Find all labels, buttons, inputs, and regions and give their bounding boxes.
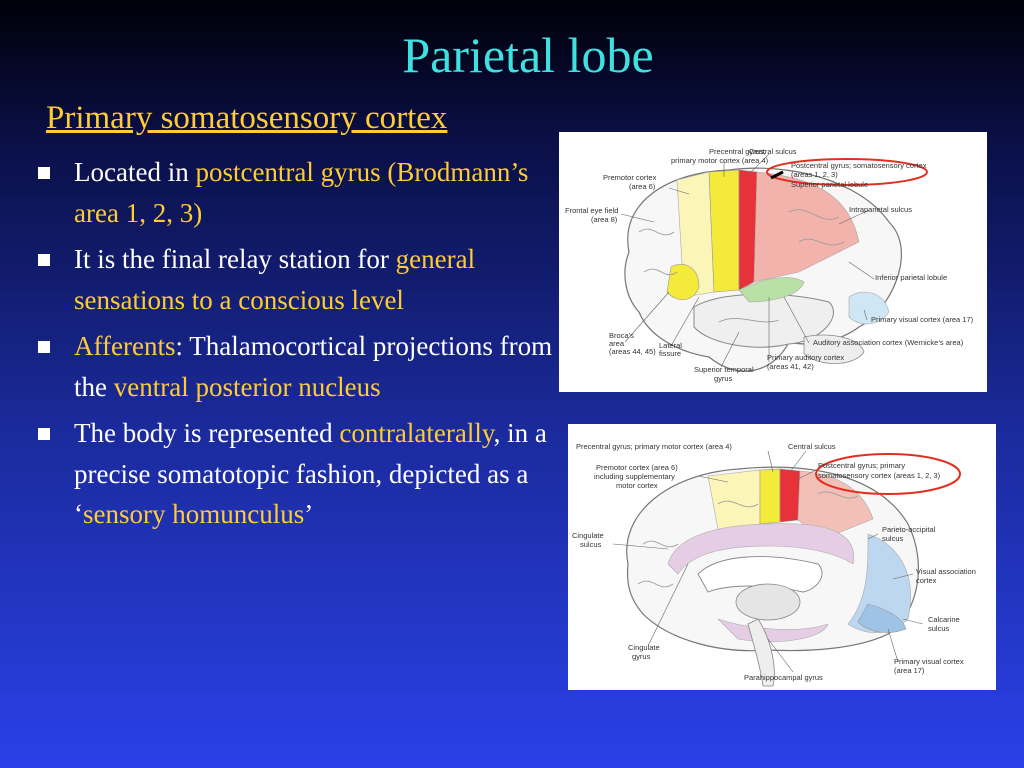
lateral-brain-figure: Precentral gyrus; primary motor cortex (…: [559, 132, 987, 392]
label-broca: Broca’s: [609, 331, 634, 340]
label-premotor-2: including supplementary: [594, 472, 675, 481]
label-premotor-3: motor cortex: [616, 481, 658, 490]
slide-title: Parietal lobe: [402, 27, 654, 83]
bullet-item: It is the final relay station for genera…: [34, 239, 554, 320]
bullet-square-icon: [38, 341, 50, 353]
label-central-sulcus: Central sulcus: [749, 147, 797, 156]
bullet-text: The body is represented: [74, 418, 340, 448]
label-frontal-eye-field-2: (area 8): [591, 215, 618, 224]
label-premotor-2: (area 6): [629, 182, 656, 191]
bullet-text: : Thalamocortical projections from the: [74, 331, 553, 402]
slide-subtitle: Primary somatosensory cortex: [46, 100, 448, 136]
bullet-square-icon: [38, 167, 50, 179]
label-cingulate-sulcus-2: sulcus: [580, 540, 602, 549]
bullet-square-icon: [38, 428, 50, 440]
label-inferior-parietal: Inferior parietal lobule: [875, 273, 947, 282]
bullet-item: Afferents: Thalamocortical projections f…: [34, 326, 554, 407]
label-primary-auditory: Primary auditory cortex: [767, 353, 844, 362]
label-postcentral: Postcentral gyrus; primary: [818, 461, 905, 470]
label-intraparietal: Intraparietal sulcus: [849, 205, 912, 214]
bullet-highlight: sensory homunculus: [83, 499, 305, 529]
bullet-highlight: contralaterally: [339, 418, 494, 448]
bullet-highlight: Afferents: [74, 331, 176, 361]
label-parieto-occipital: Parieto-occipital: [882, 525, 936, 534]
label-calcarine-2: sulcus: [928, 624, 950, 633]
label-calcarine: Calcarine: [928, 615, 960, 624]
label-superior-temporal: Superior temporal: [694, 365, 754, 374]
label-postcentral: Postcentral gyrus; somatosensory cortex: [791, 161, 927, 170]
label-precentral-2: primary motor cortex (area 4): [671, 156, 769, 165]
label-parieto-occipital-2: sulcus: [882, 534, 904, 543]
bullet-text: It is the final relay station for: [74, 244, 396, 274]
bullet-item: Located in postcentral gyrus (Brodmann’s…: [34, 152, 554, 233]
label-cingulate-sulcus: Cingulate: [572, 531, 604, 540]
label-cingulate-gyrus: Cingulate: [628, 643, 660, 652]
annotation-circle: [766, 158, 928, 186]
label-cingulate-gyrus-2: gyrus: [632, 652, 651, 661]
bullet-square-icon: [38, 254, 50, 266]
label-broca-2: area: [609, 339, 625, 348]
label-precentral: Precentral gyrus; primary motor cortex (…: [576, 442, 732, 451]
label-auditory-association: Auditory association cortex (Wernicke’s …: [813, 338, 964, 347]
medial-brain-illustration: Precentral gyrus; primary motor cortex (…: [572, 442, 976, 687]
label-visual-association-2: cortex: [916, 576, 937, 585]
bullet-highlight: general sensations to a conscious level: [74, 244, 476, 315]
label-postcentral-2: somatosensory cortex (areas 1, 2, 3): [818, 471, 941, 480]
label-central-sulcus: Central sulcus: [788, 442, 836, 451]
bullet-text: ’: [304, 499, 314, 529]
label-visual-association: Visual association: [916, 567, 976, 576]
label-lateral-2: fissure: [659, 349, 681, 358]
label-precentral: Precentral gyrus;: [709, 147, 766, 156]
label-primary-visual: Primary visual cortex: [894, 657, 964, 666]
label-premotor: Premotor cortex: [603, 173, 657, 182]
label-lateral: Lateral: [659, 341, 682, 350]
label-postcentral-2: (areas 1, 2, 3): [791, 170, 838, 179]
medial-brain-figure: Precentral gyrus; primary motor cortex (…: [568, 424, 996, 690]
label-parahippocampal: Parahippocampal gyrus: [744, 673, 823, 682]
label-primary-visual-2: (area 17): [894, 666, 925, 675]
annotation-circle: [815, 453, 961, 495]
bullet-item: The body is represented contralaterally,…: [34, 413, 554, 535]
label-superior-temporal-2: gyrus: [714, 374, 733, 383]
label-primary-auditory-2: (areas 41, 42): [767, 362, 814, 371]
label-broca-3: (areas 44, 45): [609, 347, 656, 356]
bullet-list: Located in postcentral gyrus (Brodmann’s…: [34, 152, 554, 541]
bullet-text: Located in: [74, 157, 196, 187]
bullet-highlight: ventral posterior nucleus: [113, 371, 381, 402]
lateral-brain-illustration: Precentral gyrus; primary motor cortex (…: [565, 147, 974, 383]
label-primary-visual: Primary visual cortex (area 17): [871, 315, 974, 324]
bullet-text: , in a precise somatotopic fashion, depi…: [74, 418, 547, 529]
label-frontal-eye-field: Frontal eye field: [565, 206, 618, 215]
label-premotor: Premotor cortex (area 6): [596, 463, 678, 472]
bullet-highlight: postcentral gyrus (Brodmann’s area 1, 2,…: [74, 157, 529, 228]
label-superior-parietal: Superior parietal lobule: [791, 180, 868, 189]
